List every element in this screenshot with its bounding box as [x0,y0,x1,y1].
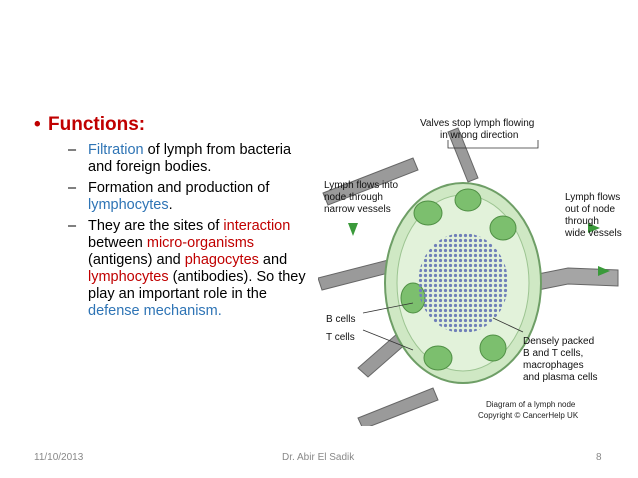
function-item-text: between [88,235,147,251]
footer-page-number: 8 [596,452,602,463]
label-outflow-line4: wide vessels [565,228,622,239]
function-item-text: and [258,252,288,268]
lymph-node-illustration [317,127,619,430]
label-valves-line1: Valves stop lymph flowing [420,118,535,129]
label-dense-line1: Densely packed [523,336,595,347]
diagram-copyright: Copyright © CancerHelp UK [478,411,579,420]
label-outflow-line2: out of node [565,204,616,215]
dash-icon: – [68,142,77,158]
label-outflow-line3: through [565,216,599,227]
label-dense-line3: macrophages [523,360,584,371]
bullet-icon: • [34,114,41,135]
lymph-node-diagram: Valves stop lymph flowing in wrong direc… [317,118,630,430]
label-valves-line2: in wrong direction [440,130,519,141]
function-item-text: They are the sites of [88,218,224,234]
function-item: –Formation and production of lymphocytes… [64,180,314,214]
heading-text: Functions: [48,114,146,135]
function-item-text: micro-organisms [146,235,255,251]
function-item-text: (antibodies). So they play an important … [88,269,306,302]
slide-heading: • Functions: [34,114,145,136]
function-item-text: Formation and production of [88,180,270,196]
label-b-cells: B cells [326,314,356,325]
label-dense-line4: and plasma cells [523,372,598,383]
function-item-text: lymphocytes [88,269,169,285]
function-item: –Filtration of lymph from bacteria and f… [64,142,314,176]
label-inflow-line1: Lymph flows into [324,180,399,191]
function-item-text: . [168,197,173,213]
label-inflow-line3: narrow vessels [324,204,391,215]
function-item-text: of lymph from bacteria and foreign bodie… [88,142,292,175]
function-item-text: phagocytes [184,252,259,268]
footer-date: 11/10/2013 [34,452,84,463]
function-item-text: (antigens) and [88,252,185,268]
function-item-text: defense mechanism. [88,303,222,319]
diagram-caption: Diagram of a lymph node [486,400,576,409]
function-list: –Filtration of lymph from bacteria and f… [64,142,314,324]
function-item-text: interaction [223,218,291,234]
footer-author: Dr. Abir El Sadik [282,452,355,463]
function-item: –They are the sites of interaction betwe… [64,218,314,320]
label-dense-line2: B and T cells, [523,348,584,359]
function-item-text: lymphocytes [88,197,169,213]
dash-icon: – [68,180,77,196]
dash-icon: – [68,218,77,234]
label-t-cells: T cells [326,332,355,343]
label-outflow-line1: Lymph flows [565,192,621,203]
label-inflow-line2: node through [324,192,383,203]
function-item-text: Filtration [88,142,144,158]
